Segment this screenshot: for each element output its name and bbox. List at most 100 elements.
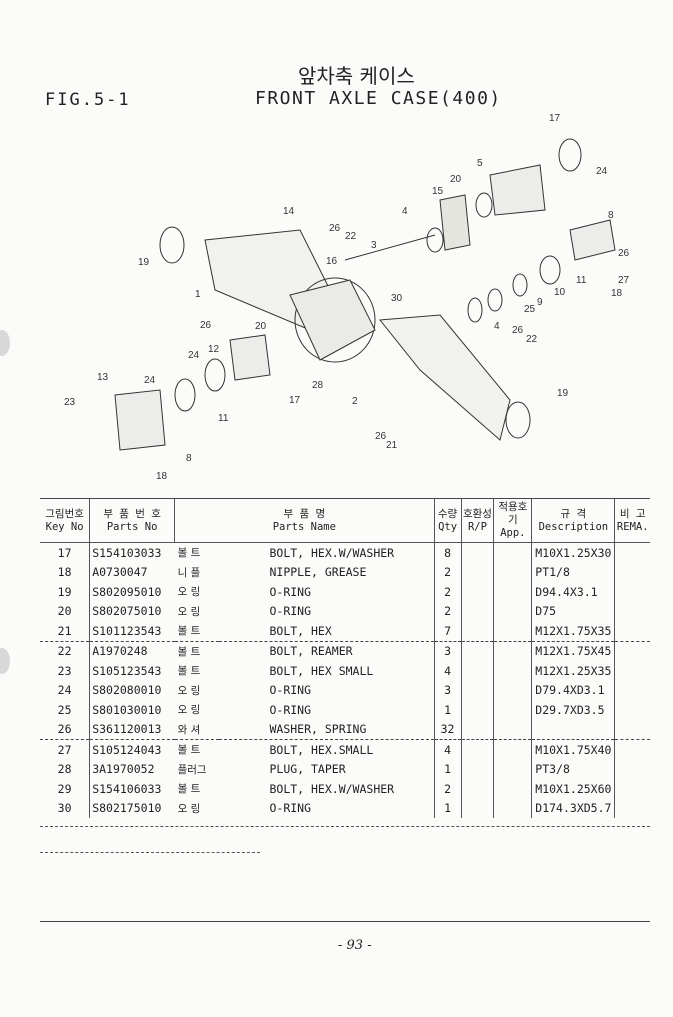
cell-desc: D75 (531, 601, 615, 621)
cell-empty (614, 542, 650, 563)
callout: 8 (186, 453, 192, 464)
cell-key: 21 (40, 621, 90, 642)
cell-desc: PT3/8 (531, 759, 615, 779)
cell-empty (460, 582, 494, 602)
callout: 11 (218, 413, 229, 424)
cell-ko: 오 링 (177, 605, 201, 618)
cell-name: WASHER, SPRING (219, 719, 435, 740)
cell-desc: M12X1.75X35 (531, 621, 615, 642)
cell-name: BOLT, REAMER (269, 644, 353, 659)
cell-key: 26 (40, 719, 90, 740)
callout: 5 (477, 158, 483, 169)
cell-empty (614, 562, 650, 582)
cell-qty: 2 (433, 779, 462, 799)
callout: 17 (289, 395, 301, 406)
callout: 8 (608, 210, 614, 221)
cell-key: 28 (57, 762, 72, 777)
ring-9 (512, 273, 528, 297)
cell-qty: 1 (433, 798, 462, 818)
callout: 16 (326, 256, 338, 267)
housing-5 (489, 164, 546, 216)
cell-part: S802095010 (89, 582, 175, 602)
cell-ko: 오 링 (177, 802, 201, 815)
cell-empty (614, 719, 650, 740)
callout: 19 (138, 257, 150, 268)
cell-part: S801030010 (89, 700, 175, 720)
cell-name: O-RING (269, 584, 312, 599)
callout: 13 (97, 372, 109, 383)
cell-empty (460, 739, 494, 760)
title-english: FRONT AXLE CASE(400) (255, 88, 502, 109)
cell-name: O-RING (269, 604, 312, 619)
figure-number: FIG.5-1 (45, 90, 131, 110)
cell-key: 24 (57, 683, 72, 698)
cell-name: BOLT, HEX SMALL (269, 663, 374, 678)
cell-empty (614, 582, 650, 602)
cell-part: S802075010 (89, 601, 175, 621)
cell-name: BOLT, HEX.SMALL (269, 742, 374, 757)
exploded-parts-diagram (114, 138, 616, 451)
cell-empty (614, 700, 650, 720)
callout: 15 (432, 186, 444, 197)
cell-ko: 볼 트 (177, 547, 201, 560)
cell-empty (460, 601, 494, 621)
cell-desc: M10X1.25X30 (531, 542, 615, 563)
callout: 18 (611, 288, 623, 299)
cell-name: BOLT, HEX.W/WASHER (269, 545, 395, 560)
cell-empty (614, 759, 650, 779)
callout: 18 (156, 471, 168, 482)
cell-ko: 플러그 (177, 763, 207, 776)
callout: 4 (494, 321, 500, 332)
callout: 2 (352, 396, 358, 407)
pinion-shaft-3 (344, 234, 436, 261)
axle-housing-right (379, 314, 511, 441)
cell-key: 18 (57, 565, 72, 580)
callout: 1 (195, 289, 201, 300)
page-number: - 93 - (338, 938, 372, 953)
callout: 22 (526, 334, 538, 345)
cell-empty (493, 798, 532, 818)
cell-part: S105124043 (89, 739, 175, 760)
bearing-4b (467, 297, 483, 323)
cell-qty: 4 (433, 739, 462, 760)
cell-ko: 오 링 (177, 684, 201, 697)
cell-empty (493, 779, 532, 799)
cell-key: 20 (57, 604, 72, 619)
cell-name: BOLT, HEX (219, 621, 435, 642)
callout: 14 (283, 206, 295, 217)
cell-empty (493, 739, 532, 760)
cell-ko: 볼 트 (174, 621, 220, 642)
o-ring-24 (558, 138, 582, 172)
cell-empty (460, 680, 494, 700)
cell-empty (614, 779, 650, 799)
cell-part: S154106033 (89, 779, 175, 799)
cell-desc (531, 719, 615, 740)
cell-qty: 32 (433, 719, 462, 740)
cell-desc: M12X1.25X35 (531, 661, 615, 681)
cell-part: S105123543 (89, 661, 175, 681)
cell-part: A1970248 (89, 641, 175, 661)
cell-key: 25 (57, 702, 72, 717)
cell-key: 27 (57, 742, 72, 757)
cell-empty (460, 700, 494, 720)
callout: 11 (576, 275, 587, 286)
cell-key: 22 (57, 644, 72, 659)
cell-qty: 2 (433, 582, 462, 602)
case-flange (289, 279, 376, 361)
cell-part: S154103033 (89, 542, 175, 563)
cell-empty (614, 621, 650, 642)
cell-empty (614, 739, 650, 760)
callout: 28 (312, 380, 324, 391)
